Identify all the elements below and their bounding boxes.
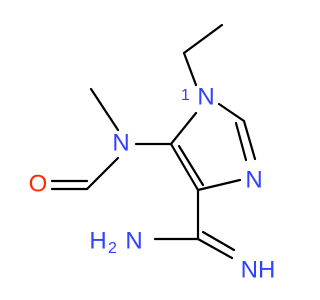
bond-ethyl-2 [182, 51, 198, 87]
bond-n1-c5 [169, 111, 198, 146]
n-methyl-atom-label: N [112, 129, 129, 156]
bond-amidine-nh-2 [201, 230, 236, 252]
bond-nmethyl-methyl [89, 87, 120, 132]
n1-position-label: 1 [181, 87, 190, 104]
bond-nmethyl-formyl [85, 156, 120, 191]
n3-atom-label: N [245, 166, 262, 193]
bond-n1-c2 [217, 102, 246, 123]
bond-amidine-nh-1 [196, 237, 234, 260]
molecule-canvas: N 1 N N O H 2 N NH [28, 23, 276, 284]
molecule-structure: N 1 N N O H 2 N NH [29, 23, 276, 283]
nh2-h-label: H [89, 227, 106, 254]
nh-imine-label: NH [241, 256, 276, 283]
o-atom-label: O [29, 170, 48, 197]
bond-c4-n3 [196, 178, 242, 192]
bond-c5-c4-double [177, 144, 205, 187]
bond-c5-c4 [169, 142, 200, 192]
nh2-n-label: N [125, 227, 142, 254]
bond-c2-n3-b [234, 121, 248, 162]
bond-c2-n3-a [242, 119, 257, 161]
nh2-subscript-label: 2 [108, 240, 117, 257]
bond-ethyl-1 [182, 23, 224, 55]
n1-atom-label: N [197, 83, 214, 110]
